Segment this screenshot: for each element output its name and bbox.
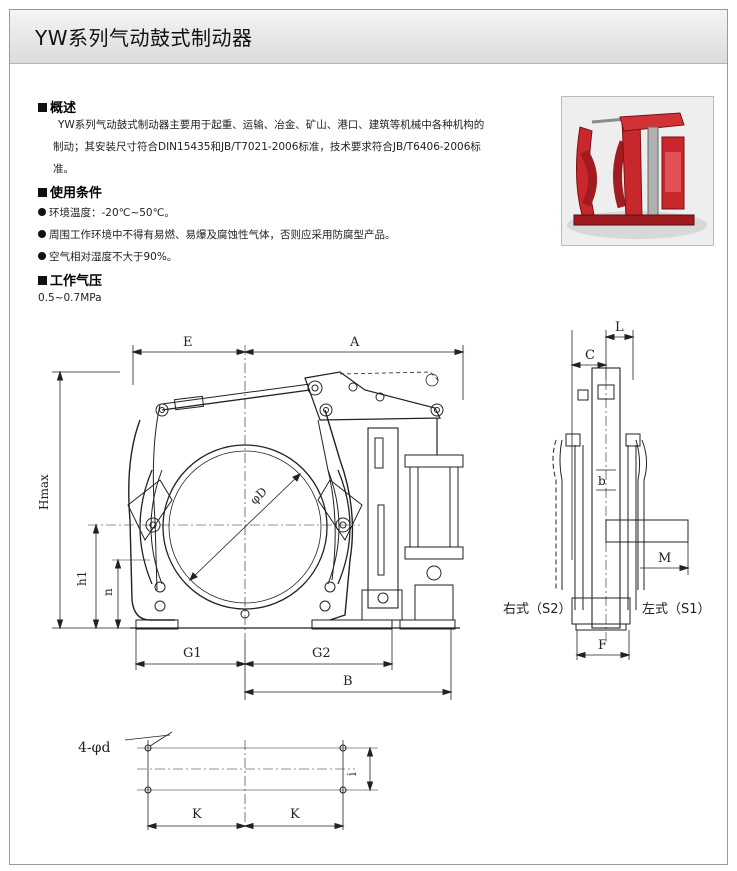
overview-heading: 概述 — [38, 97, 76, 116]
holes-label: 4-φd — [78, 740, 110, 756]
dim-label-B: B — [343, 674, 353, 689]
overview-line: YW系列气动鼓式制动器主要用于起重、运输、冶金、矿山、港口、建筑等机械中各种机构… — [58, 119, 485, 131]
right-type-label: 右式（S2） — [503, 602, 572, 617]
brake-photo-illustration — [562, 97, 713, 245]
condition-item: 周围工作环境中不得有易燃、易爆及腐蚀性气体，否则应采用防腐型产品。 — [38, 227, 396, 242]
dim-label-A: A — [349, 335, 360, 350]
dim-label-E: E — [183, 335, 193, 350]
dim-label-C: C — [585, 348, 595, 363]
bullet-icon — [38, 252, 46, 260]
square-bullet-icon — [38, 276, 47, 285]
dim-label-b: b — [598, 474, 606, 488]
page-frame — [9, 9, 728, 865]
dim-label-M: M — [658, 551, 671, 566]
overview-line: 准。 — [53, 163, 74, 175]
dim-label-i: i — [345, 772, 359, 776]
left-type-label: 左式（S1） — [642, 602, 711, 617]
pressure-heading: 工作气压 — [38, 270, 102, 289]
bullet-icon — [38, 208, 46, 216]
overview-paragraph: YW系列气动鼓式制动器主要用于起重、运输、冶金、矿山、港口、建筑等机械中各种机构… — [53, 114, 553, 180]
square-bullet-icon — [38, 103, 47, 112]
condition-item: 空气相对湿度不大于90%。 — [38, 249, 177, 264]
page-title: YW系列气动鼓式制动器 — [35, 26, 253, 50]
dim-label-D: φD — [247, 484, 270, 507]
square-bullet-icon — [38, 188, 47, 197]
dim-label-L: L — [615, 320, 624, 335]
dim-label-K-left: K — [192, 807, 202, 822]
product-photo — [561, 96, 714, 246]
dim-label-F: F — [598, 638, 607, 653]
conditions-heading: 使用条件 — [38, 182, 102, 201]
dim-label-n: n — [101, 588, 115, 596]
overview-line: 制动；其安装尺寸符合DIN15435和JB/T7021-2006标准，技术要求符… — [53, 141, 481, 153]
dim-label-G2: G2 — [312, 646, 331, 661]
condition-item: 环境温度：-20℃~50℃。 — [38, 205, 175, 220]
dim-label-Hmax: Hmax — [37, 474, 51, 510]
dim-label-h1: h1 — [75, 571, 89, 586]
bullet-icon — [38, 230, 46, 238]
dim-label-K-right: K — [290, 807, 300, 822]
title-bar — [10, 10, 727, 64]
technical-drawing: E A Hmax h1 n φD G1 G2 B L C b M F 右式（S2… — [37, 320, 711, 830]
pressure-value: 0.5~0.7MPa — [38, 292, 102, 304]
dim-label-G1: G1 — [183, 646, 202, 661]
